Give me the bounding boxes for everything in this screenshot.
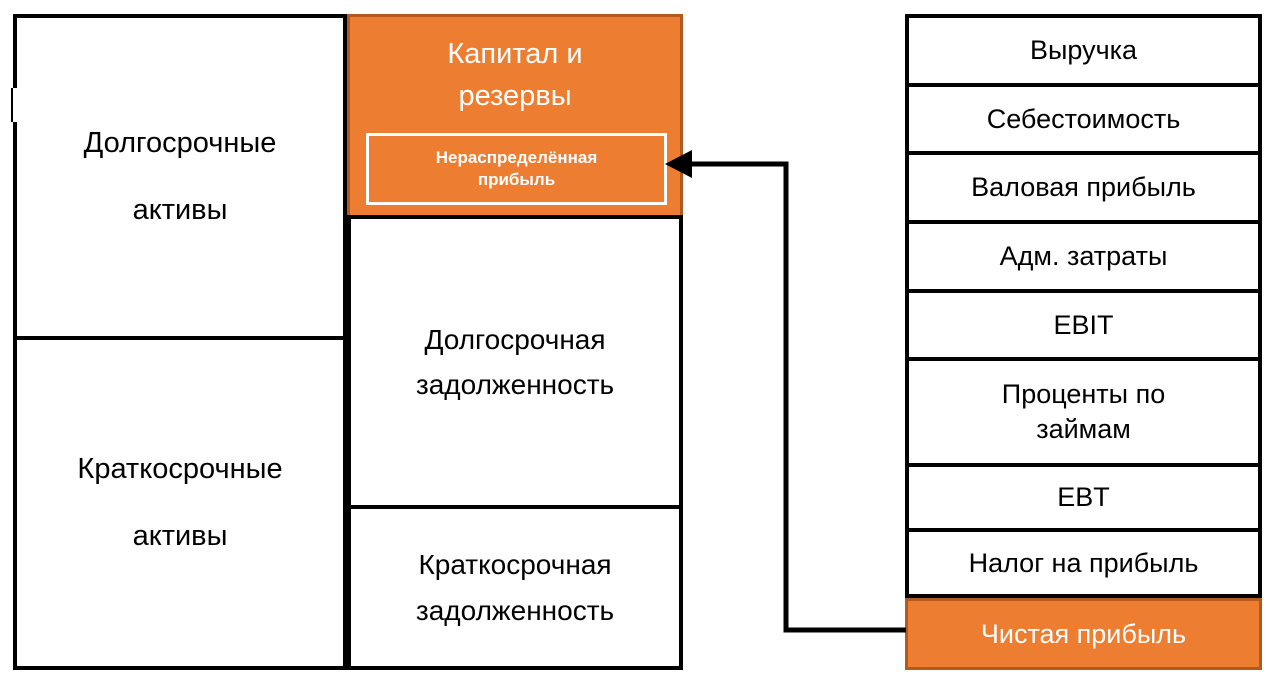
ebt-label: EBT (1057, 482, 1110, 512)
admin-expenses-label: Адм. затраты (999, 241, 1168, 271)
ebit-label: EBIT (1053, 309, 1114, 340)
income-statement-column: Выручка Себестоимость Валовая прибыль Ад… (905, 14, 1262, 598)
interest-label: Проценты по займам (1001, 378, 1166, 444)
left-border-artifact (11, 88, 19, 122)
income-row-cogs: Себестоимость (909, 87, 1258, 155)
income-row-gross-profit: Валовая прибыль (909, 155, 1258, 224)
income-row-revenue: Выручка (909, 18, 1258, 87)
net-profit-label: Чистая прибыль (980, 618, 1187, 649)
box-long-term-liabilities: Долгосрочная задолженность (347, 215, 683, 509)
box-net-profit: Чистая прибыль (905, 598, 1262, 670)
box-retained-earnings: Нераспределённая прибыль (366, 133, 667, 205)
income-row-income-tax: Налог на прибыль (909, 532, 1258, 594)
revenue-label: Выручка (1029, 35, 1138, 65)
retained-earnings-label: Нераспределённая прибыль (435, 147, 598, 189)
income-row-admin-expenses: Адм. затраты (909, 224, 1258, 293)
box-long-term-assets: Долгосрочные активы (13, 14, 347, 340)
income-tax-label: Налог на прибыль (968, 547, 1199, 578)
income-row-ebt: EBT (909, 467, 1258, 532)
short-term-assets-label: Краткосрочные активы (77, 453, 283, 552)
box-short-term-assets: Краткосрочные активы (13, 336, 347, 670)
long-term-assets-label: Долгосрочные активы (83, 127, 277, 226)
cogs-label: Себестоимость (986, 103, 1181, 134)
income-row-interest: Проценты по займам (909, 361, 1258, 467)
capital-reserves-label: Капитал и резервы (447, 38, 583, 113)
box-capital-reserves: Капитал и резервы Нераспределённая прибы… (347, 14, 683, 218)
short-term-liabilities-label: Краткосрочная задолженность (415, 549, 615, 626)
long-term-liabilities-label: Долгосрочная задолженность (415, 323, 615, 400)
box-short-term-liabilities: Краткосрочная задолженность (347, 505, 683, 670)
income-row-ebit: EBIT (909, 293, 1258, 361)
gross-profit-label: Валовая прибыль (971, 172, 1196, 202)
